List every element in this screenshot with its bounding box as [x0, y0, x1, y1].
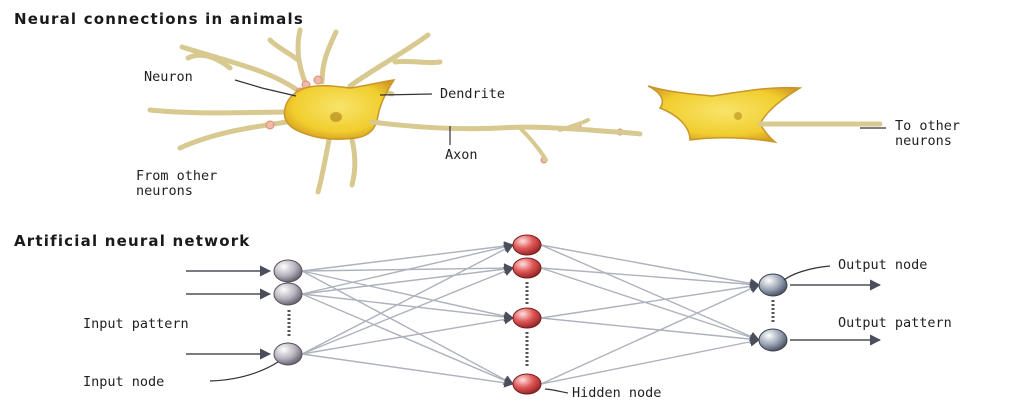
connection-edge: [540, 281, 760, 319]
to-other-neurons-label-line2: neurons: [895, 133, 952, 149]
connection-edge: [301, 270, 514, 385]
nucleus: [330, 112, 342, 122]
second-neuron-cell-body: [647, 85, 803, 144]
input-arrows: [186, 265, 272, 360]
connection-edge: [540, 336, 760, 385]
connection-edge: [540, 244, 760, 289]
connection-edge: [301, 264, 514, 295]
input-layer: [273, 259, 303, 366]
input-node: [273, 342, 303, 366]
output-layer: [758, 273, 788, 352]
neuron-section-title: Neural connections in animals: [14, 10, 304, 28]
network-label-lines: [209, 265, 831, 394]
hidden-node: [512, 373, 542, 395]
connection-edge: [540, 244, 760, 341]
output-pattern-label: Output pattern: [838, 315, 952, 331]
hidden-node: [512, 307, 542, 329]
from-other-neurons-label-line1: From other: [136, 168, 217, 184]
connection-edge: [301, 242, 514, 295]
connection-edge: [540, 284, 760, 385]
connection-edge: [540, 317, 760, 344]
to-other-neurons-label-line1: To other: [895, 118, 960, 134]
connection-edge: [301, 241, 514, 272]
input-pattern-label: Input pattern: [83, 316, 189, 332]
neuron-cell-body: [283, 79, 396, 140]
dendrite-label: Dendrite: [440, 86, 505, 102]
output-node-label: Output node: [838, 257, 927, 273]
connection-edge: [301, 266, 514, 355]
second-neuron: [647, 85, 883, 144]
hidden-node: [512, 257, 542, 279]
connection-edge: [301, 270, 514, 321]
neuron-label-lines: [234, 79, 886, 145]
connection-edge: [540, 267, 760, 342]
axon: [369, 119, 643, 137]
hidden-node: [512, 234, 542, 256]
ellipsis-marks: [287, 282, 775, 366]
neuron-label: Neuron: [144, 69, 193, 85]
network-edges: [301, 241, 760, 388]
output-node: [758, 273, 788, 297]
output-node: [758, 328, 788, 352]
connection-edge: [301, 353, 514, 388]
input-node-label: Input node: [83, 374, 164, 390]
connection-edge: [301, 293, 514, 386]
input-node: [273, 282, 303, 306]
connection-edge: [301, 314, 514, 355]
axon-label: Axon: [445, 147, 478, 163]
connection-edge: [540, 267, 760, 290]
connection-edge: [301, 244, 514, 355]
input-node: [273, 259, 303, 283]
hidden-layer: [512, 234, 542, 395]
network-section-title: Artificial neural network: [14, 232, 250, 250]
connection-edge: [301, 293, 514, 322]
biological-neuron: [147, 27, 643, 195]
from-other-neurons-label-line2: neurons: [136, 183, 193, 199]
hidden-node-label: Hidden node: [572, 385, 661, 401]
output-arrows: [790, 279, 882, 346]
